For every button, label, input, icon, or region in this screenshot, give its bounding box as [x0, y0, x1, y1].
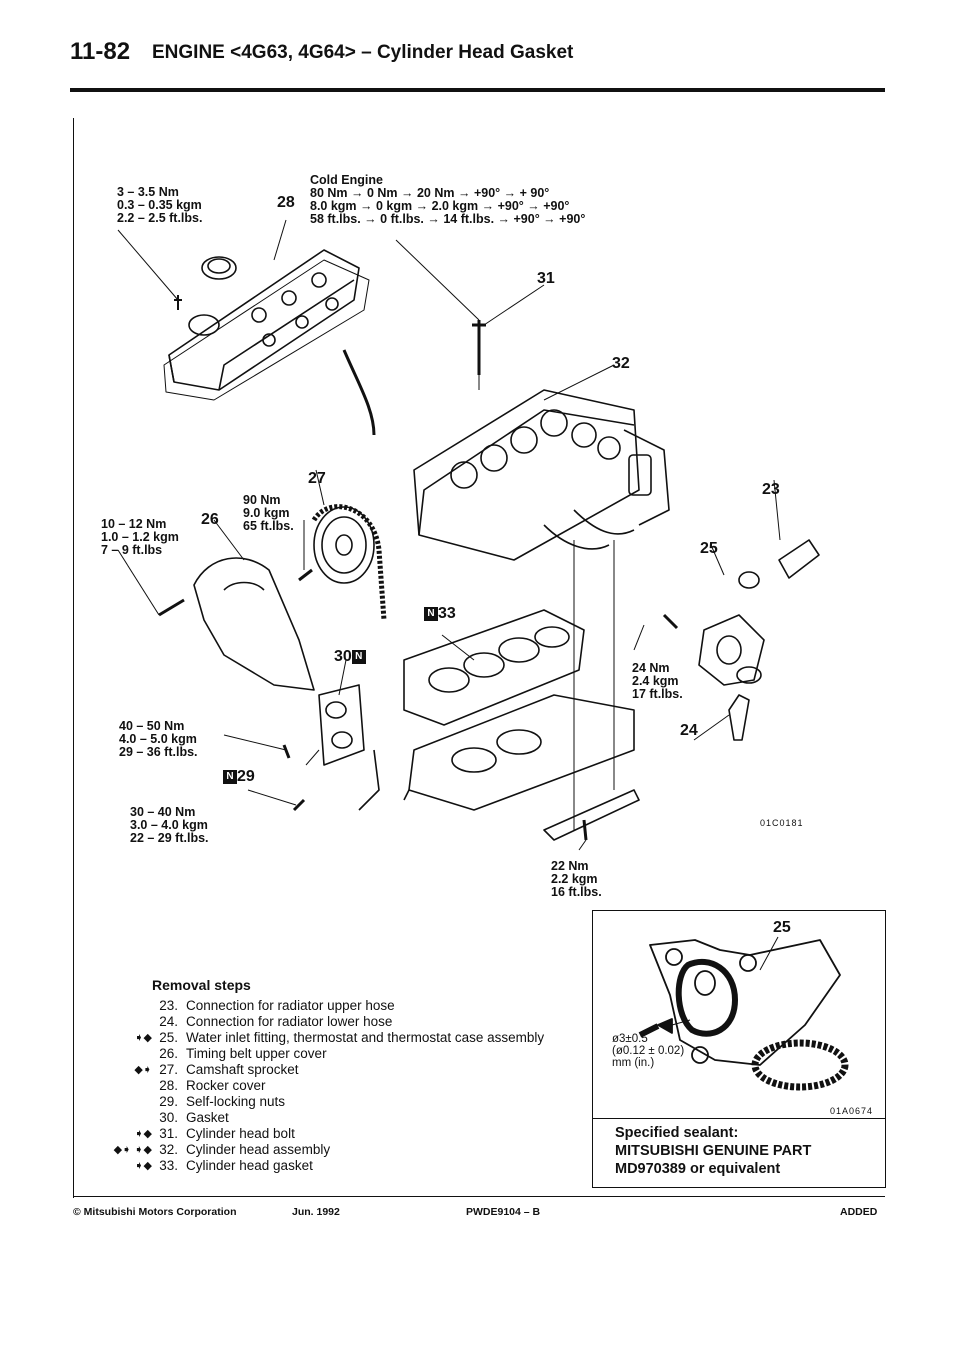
- engine-block-drawing: [403, 694, 635, 811]
- bead-diameter-dimension: ø3±0.5 (ø0.12 ± 0.02) mm (in.): [612, 1033, 685, 1069]
- footer-status: ADDED: [840, 1206, 878, 1218]
- callout-33: 33: [438, 605, 456, 622]
- callout-32: 32: [612, 355, 630, 372]
- rocker-cover-drawing: [163, 249, 376, 436]
- head-gasket-drawing: [403, 609, 585, 726]
- list-item: 24.Connection for radiator lower hose: [159, 1014, 393, 1029]
- list-item: 29.Self-locking nuts: [159, 1094, 286, 1109]
- new-part-marker: N: [351, 649, 366, 664]
- callout-28: 28: [277, 194, 295, 211]
- manifold-gasket-drawing: [282, 684, 380, 812]
- list-item: 30.Gasket: [159, 1110, 229, 1125]
- page-title: ENGINE <4G63, 4G64> – Cylinder Head Gask…: [152, 42, 574, 63]
- bracket-lower-bolt-spec: 22 Nm 2.2 kgm 16 ft.lbs.: [551, 859, 602, 899]
- list-item: ➧◆25.Water inlet fitting, thermostat and…: [134, 1030, 545, 1045]
- footer-code: PWDE9104 – B: [466, 1206, 541, 1218]
- list-item: 28.Rocker cover: [159, 1078, 266, 1093]
- thermostat-case-bolt-spec: 24 Nm 2.4 kgm 17 ft.lbs.: [632, 661, 683, 701]
- page-number: 11-82: [70, 38, 131, 65]
- footer-rule: [73, 1196, 885, 1197]
- rocker-cover-bolt-spec: 3 – 3.5 Nm 0.3 – 0.35 kgm 2.2 – 2.5 ft.l…: [117, 185, 203, 225]
- figure-id: 01C0181: [760, 818, 804, 828]
- list-item: ◆➧27.Camshaft sprocket: [134, 1062, 299, 1077]
- camshaft-sprocket-bolt-spec: 90 Nm 9.0 kgm 65 ft.lbs.: [243, 493, 294, 533]
- sealant-inset-box: [592, 910, 886, 1188]
- list-item: ➧◆31.Cylinder head bolt: [134, 1126, 295, 1141]
- removal-steps-title: Removal steps: [152, 977, 251, 993]
- header-rule: [70, 88, 885, 92]
- timing-cover-bolt-spec: 10 – 12 Nm 1.0 – 1.2 kgm 7 – 9 ft.lbs: [101, 517, 179, 557]
- callout-29: 29: [237, 768, 255, 785]
- list-item: ➧◆33.Cylinder head gasket: [134, 1158, 313, 1173]
- thermostat-case-drawing: [662, 539, 820, 741]
- new-part-marker: N: [223, 769, 237, 784]
- list-item: 26.Timing belt upper cover: [159, 1046, 327, 1061]
- exploded-view-illustration: [117, 219, 820, 851]
- self-locking-nut-spec: 40 – 50 Nm 4.0 – 5.0 kgm 29 – 36 ft.lbs.: [119, 719, 198, 759]
- callout-23: 23: [762, 481, 780, 498]
- water-inlet-fitting-drawing: [638, 936, 849, 1091]
- new-part-marker: N: [424, 606, 438, 621]
- inset-divider: [592, 1118, 885, 1119]
- footer-date: Jun. 1992: [292, 1206, 340, 1218]
- frame-left-rule: [73, 118, 74, 1198]
- timing-cover-drawing: [158, 557, 315, 691]
- callout-26: 26: [201, 511, 219, 528]
- cylinder-head-drawing: [413, 320, 670, 561]
- removal-steps-list: 23.Connection for radiator upper hose 24…: [88, 998, 608, 1174]
- leader-lines: [117, 219, 781, 851]
- cylinder-head-bolt-spec: Cold Engine 80 Nm → 0 Nm → 20 Nm → +90° …: [310, 173, 586, 226]
- callout-25: 25: [700, 540, 718, 557]
- sealant-label: Specified sealant:: [615, 1125, 739, 1141]
- inset-callout-25: 25: [773, 919, 791, 936]
- footer-copyright: © Mitsubishi Motors Corporation: [73, 1206, 237, 1218]
- sealant-number: MD970389 or equivalent: [615, 1161, 781, 1177]
- specified-sealant-note: Specified sealant: MITSUBISHI GENUINE PA…: [615, 1124, 811, 1178]
- bracket-bolt-spec: 30 – 40 Nm 3.0 – 4.0 kgm 22 – 29 ft.lbs.: [130, 805, 209, 845]
- callout-31: 31: [537, 270, 555, 287]
- list-item: ◆➧ ➧◆32.Cylinder head assembly: [113, 1142, 331, 1157]
- inset-figure-id: 01A0674: [830, 1106, 874, 1116]
- camshaft-sprocket-drawing: [298, 504, 387, 621]
- callout-27: 27: [308, 470, 326, 487]
- list-item: 23.Connection for radiator upper hose: [159, 998, 395, 1013]
- sealant-part: MITSUBISHI GENUINE PART: [615, 1143, 812, 1159]
- callout-24: 24: [680, 722, 698, 739]
- callout-30: 30: [334, 648, 352, 665]
